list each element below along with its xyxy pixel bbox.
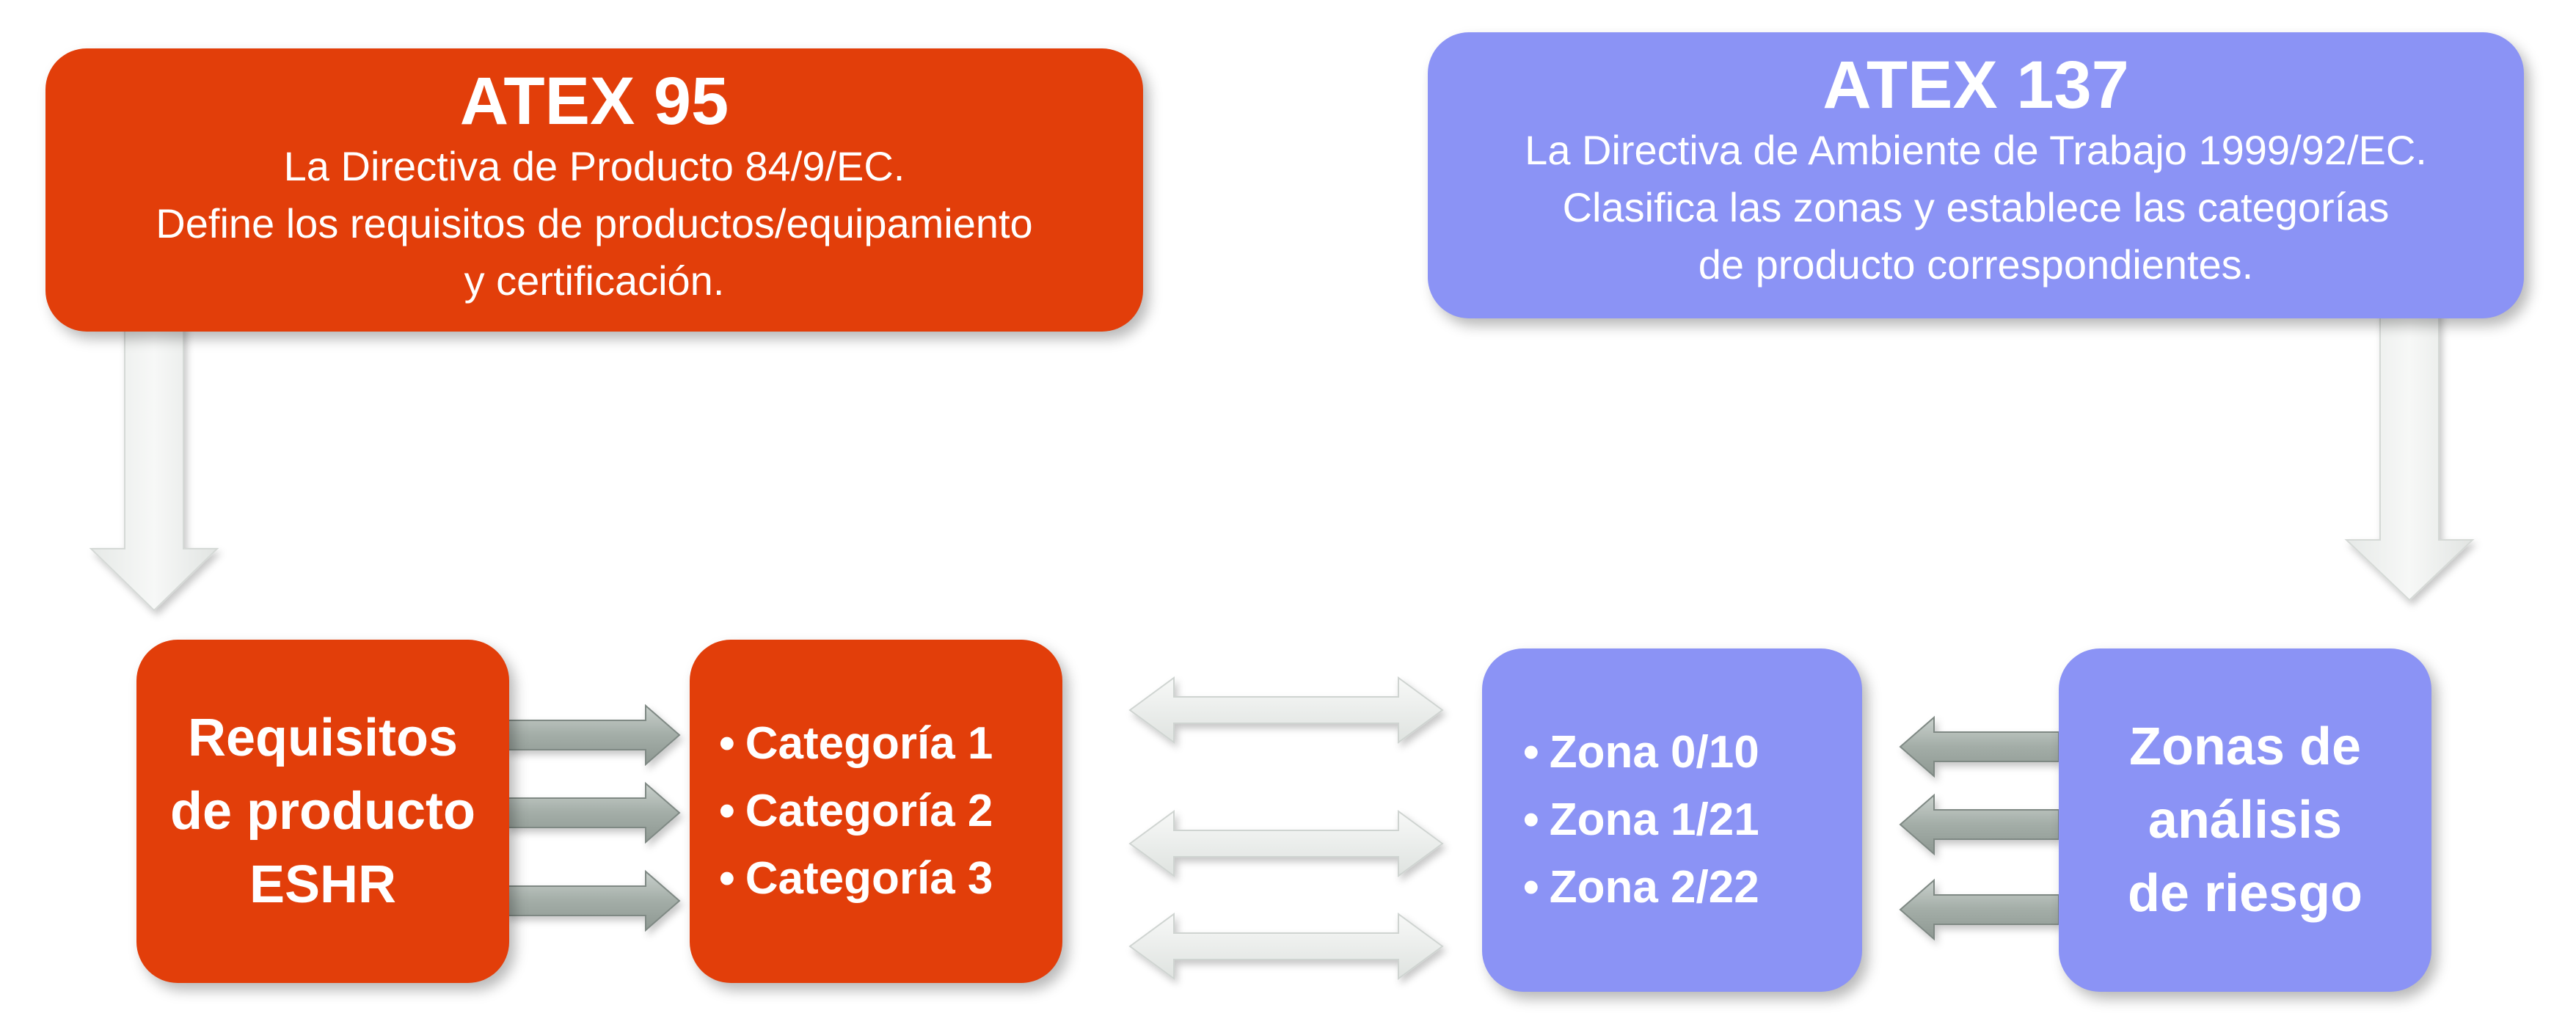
left-arrow-3 bbox=[1899, 878, 2059, 941]
atex95-line-2: Define los requisitos de productos/equip… bbox=[156, 200, 1033, 246]
double-arrow-3 bbox=[1128, 913, 1444, 980]
riesgo-line-3: de riesgo bbox=[2127, 864, 2363, 923]
left-arrow-1 bbox=[1899, 715, 2059, 778]
atex95-box: ATEX 95 La Directiva de Producto 84/9/EC… bbox=[45, 48, 1143, 332]
atex95-title: ATEX 95 bbox=[459, 64, 729, 139]
double-arrow-2 bbox=[1128, 810, 1444, 877]
riesgo-line-2: análisis bbox=[2148, 791, 2343, 849]
requisitos-line-2: de producto bbox=[170, 782, 475, 841]
zona-item-3: •Zona 2/22 bbox=[1523, 854, 1759, 921]
left-arrow-2 bbox=[1899, 793, 2059, 856]
bullet-icon: • bbox=[719, 718, 735, 769]
down-arrow-left bbox=[89, 300, 219, 612]
zona-item-1: •Zona 0/10 bbox=[1523, 719, 1759, 786]
zonas-box: •Zona 0/10 •Zona 1/21 •Zona 2/22 bbox=[1482, 648, 1862, 992]
categoria-label-3: Categoría 3 bbox=[745, 853, 993, 904]
atex95-line-3: y certificación. bbox=[464, 257, 725, 304]
atex137-line-1: La Directiva de Ambiente de Trabajo 1999… bbox=[1525, 127, 2427, 173]
categoria-label-1: Categoría 1 bbox=[745, 718, 993, 769]
riesgo-line-1: Zonas de bbox=[2128, 717, 2362, 776]
requisitos-box: Requisitos de producto ESHR bbox=[136, 640, 509, 983]
bullet-icon: • bbox=[1523, 862, 1539, 913]
bullet-icon: • bbox=[719, 786, 735, 836]
right-arrow-2 bbox=[506, 781, 681, 844]
atex137-title: ATEX 137 bbox=[1822, 48, 2129, 123]
zona-label-2: Zona 1/21 bbox=[1549, 794, 1759, 845]
requisitos-line-1: Requisitos bbox=[187, 709, 459, 767]
zona-item-2: •Zona 1/21 bbox=[1523, 786, 1759, 854]
categoria-label-2: Categoría 2 bbox=[745, 786, 993, 836]
zona-label-1: Zona 0/10 bbox=[1549, 727, 1759, 778]
categorias-box: •Categoría 1 •Categoría 2 •Categoría 3 bbox=[690, 640, 1062, 983]
bullet-icon: • bbox=[1523, 794, 1539, 845]
atex137-line-2: Clasifica las zonas y establece las cate… bbox=[1562, 184, 2390, 230]
right-arrow-3 bbox=[506, 869, 681, 932]
double-arrow-1 bbox=[1128, 676, 1444, 744]
riesgo-box: Zonas de análisis de riesgo bbox=[2059, 648, 2431, 992]
categoria-item-2: •Categoría 2 bbox=[719, 778, 993, 845]
atex137-line-3: de producto correspondientes. bbox=[1698, 241, 2254, 288]
bullet-icon: • bbox=[719, 853, 735, 904]
atex137-box: ATEX 137 La Directiva de Ambiente de Tra… bbox=[1428, 32, 2524, 318]
atex95-line-1: La Directiva de Producto 84/9/EC. bbox=[283, 143, 905, 189]
right-arrow-1 bbox=[506, 703, 681, 767]
down-arrow-right bbox=[2344, 282, 2475, 602]
categoria-item-3: •Categoría 3 bbox=[719, 845, 993, 913]
bullet-icon: • bbox=[1523, 727, 1539, 778]
requisitos-line-3: ESHR bbox=[249, 855, 397, 914]
zona-label-3: Zona 2/22 bbox=[1549, 862, 1759, 913]
categoria-item-1: •Categoría 1 bbox=[719, 710, 993, 778]
